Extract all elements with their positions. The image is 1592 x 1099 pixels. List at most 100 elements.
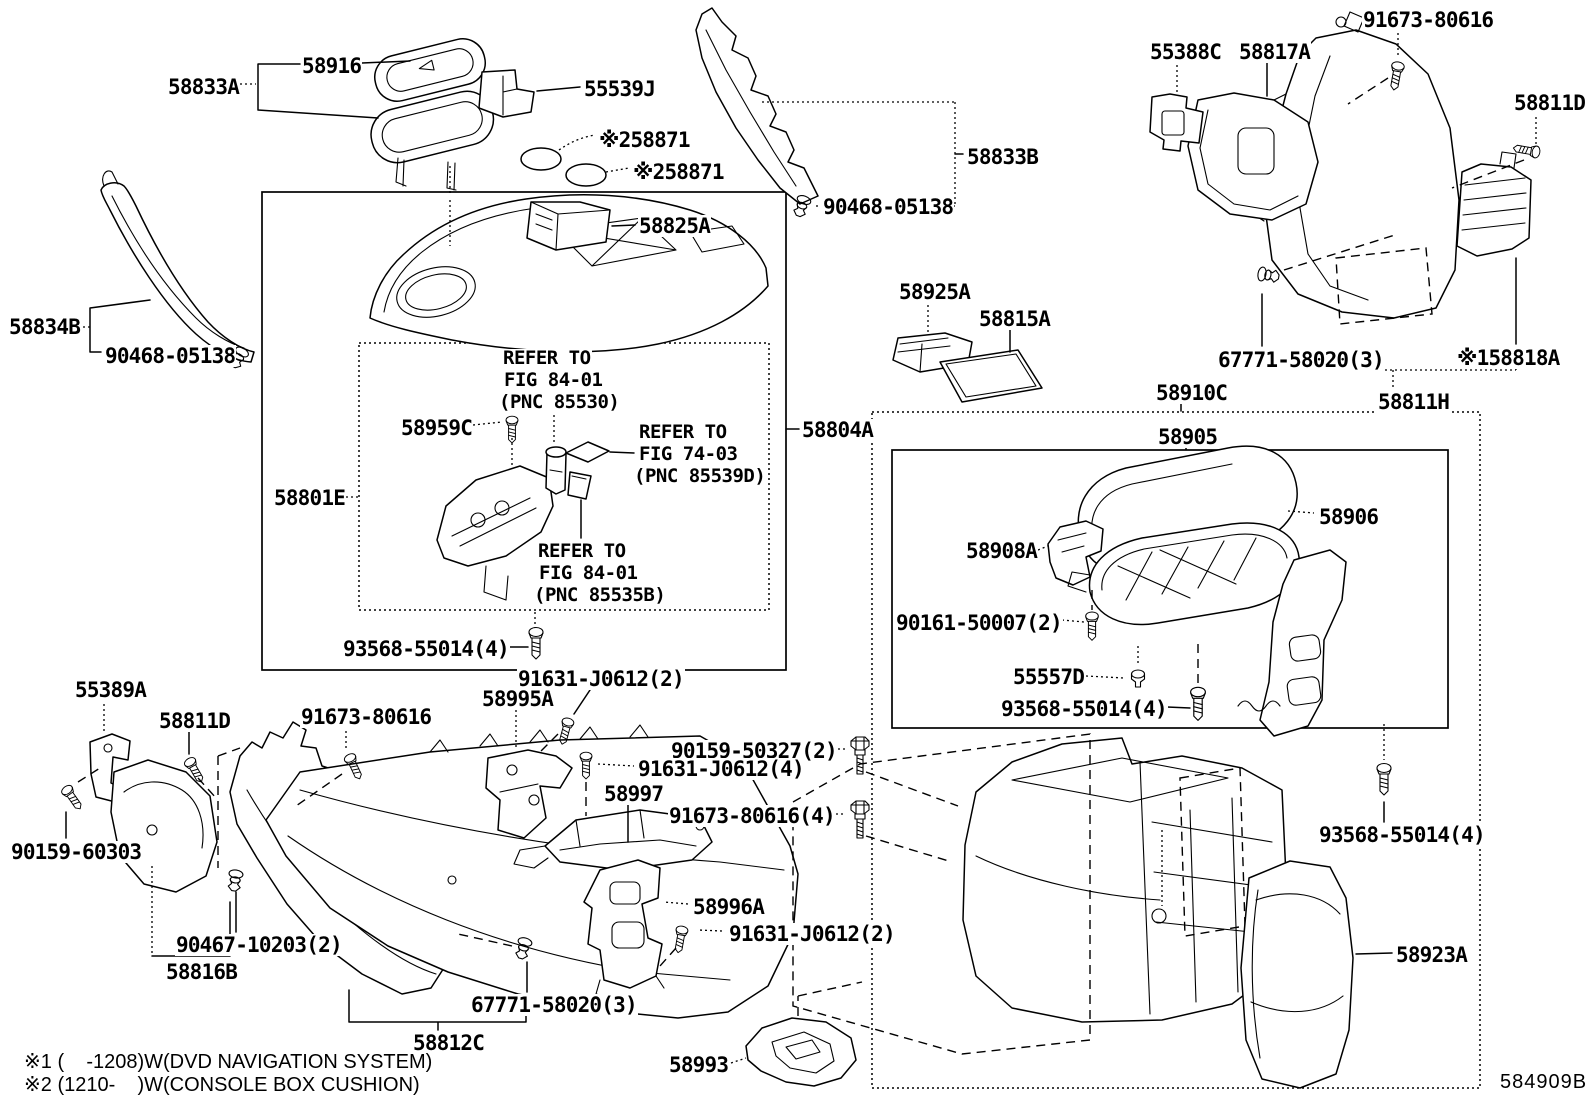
part-label-58906: 58906 bbox=[1318, 505, 1380, 529]
part-label-93568-55014-1: 93568-55014(4) bbox=[342, 637, 510, 661]
nut-icon bbox=[1130, 669, 1146, 688]
part-label-58804A: 58804A bbox=[801, 418, 875, 442]
dashed-enclosure bbox=[792, 733, 1091, 1055]
part-label-258871-2: ※258871 bbox=[632, 160, 725, 184]
screw-icon bbox=[1376, 762, 1392, 796]
part-label-58825A: 58825A bbox=[638, 214, 712, 238]
part-label-55389A: 55389A bbox=[74, 678, 148, 702]
part-label-58997: 58997 bbox=[603, 782, 665, 806]
part-drawing-console-body bbox=[962, 737, 1288, 1023]
part-label-58916: 58916 bbox=[301, 54, 363, 78]
part-drawing-58834B bbox=[100, 170, 255, 363]
part-label-91631-J0612-2b: 91631-J0612(2) bbox=[728, 922, 896, 946]
part-label-93568-55014-3: 93568-55014(4) bbox=[1318, 823, 1486, 847]
part-drawing-power-outlet bbox=[545, 446, 567, 495]
part-label-58995A: 58995A bbox=[481, 687, 555, 711]
screw-icon bbox=[528, 626, 544, 660]
part-label-91631-J0612-2a: 91631-J0612(2) bbox=[517, 667, 685, 691]
part-label-58910C: 58910C bbox=[1155, 381, 1229, 405]
diagram-code: 584909B bbox=[1500, 1071, 1588, 1093]
part-label-91673-80616-2: 91673-80616 bbox=[1362, 8, 1495, 32]
bolt-icon bbox=[850, 800, 870, 839]
part-label-158818A: ※158818A bbox=[1456, 346, 1561, 370]
part-drawing-armrest-bracket bbox=[1237, 549, 1347, 737]
part-label-91673-80616-1: 91673-80616 bbox=[300, 705, 433, 729]
refer-note-1-line-3: (PNC 85530) bbox=[498, 391, 621, 413]
part-drawing-58923A bbox=[1240, 860, 1354, 1089]
bolt-icon bbox=[850, 736, 870, 775]
part-label-90467-10203: 90467-10203(2) bbox=[175, 933, 343, 957]
part-drawing-58833B bbox=[695, 7, 819, 205]
part-drawing-58816B bbox=[110, 759, 218, 893]
part-drawing-58825A bbox=[526, 201, 611, 251]
part-drawing-switch-plate bbox=[565, 441, 610, 463]
screw-icon bbox=[59, 782, 86, 813]
part-label-58811D-1: 58811D bbox=[158, 709, 232, 733]
footnote-2: ※2 (1210- )W(CONSOLE BOX CUSHION) bbox=[24, 1074, 420, 1096]
part-drawing-58995A bbox=[485, 749, 573, 839]
part-label-58817A: 58817A bbox=[1238, 40, 1312, 64]
part-label-58834B: 58834B bbox=[8, 315, 82, 339]
part-label-55539J: 55539J bbox=[583, 77, 657, 101]
refer-note-2-line-1: REFER TO bbox=[638, 421, 728, 443]
part-label-90159-60303: 90159-60303 bbox=[10, 840, 143, 864]
part-drawing-side-panel-large bbox=[265, 724, 799, 1019]
part-label-58815A: 58815A bbox=[978, 307, 1052, 331]
part-label-58996A: 58996A bbox=[692, 895, 766, 919]
part-label-258871-1: ※258871 bbox=[598, 128, 691, 152]
part-label-58816B: 58816B bbox=[165, 960, 239, 984]
part-label-58812C: 58812C bbox=[412, 1031, 486, 1055]
part-label-67771-58020-2: 67771-58020(3) bbox=[1217, 348, 1385, 372]
refer-note-2-line-3: (PNC 85539D) bbox=[633, 465, 767, 487]
part-drawing-55539J bbox=[478, 69, 535, 118]
part-drawing-58908A-hinge bbox=[1047, 520, 1104, 586]
part-label-58905: 58905 bbox=[1157, 425, 1219, 449]
refer-note-1-line-1: REFER TO bbox=[502, 347, 592, 369]
screw-icon bbox=[1511, 141, 1542, 159]
part-drawing-58815A bbox=[939, 349, 1043, 403]
screw-icon bbox=[1085, 611, 1099, 641]
screw-icon bbox=[1190, 686, 1206, 721]
part-label-58833A: 58833A bbox=[167, 75, 241, 99]
refer-note-2-line-2: FIG 74-03 bbox=[638, 443, 739, 465]
part-label-93568-55014-2: 93568-55014(4) bbox=[1000, 697, 1168, 721]
refer-note-1-line-2: FIG 84-01 bbox=[503, 369, 604, 391]
part-drawing-58996A bbox=[583, 859, 665, 999]
part-label-58925A: 58925A bbox=[898, 280, 972, 304]
clip-icon bbox=[1256, 265, 1281, 285]
part-label-90468-05138-1: 90468-05138 bbox=[822, 195, 955, 219]
part-drawing-armrest-base bbox=[1067, 522, 1300, 626]
part-label-58833B: 58833B bbox=[966, 145, 1040, 169]
part-label-67771-58020-1: 67771-58020(3) bbox=[470, 993, 638, 1017]
part-drawing-58916 bbox=[374, 38, 486, 102]
clip-icon bbox=[226, 868, 245, 893]
part-label-90159-50327: 90159-50327(2) bbox=[670, 739, 838, 763]
refer-note-3-line-3: (PNC 85535B) bbox=[533, 584, 667, 606]
part-label-58811H: 58811H bbox=[1377, 390, 1451, 414]
part-label-90161-50007: 90161-50007(2) bbox=[895, 611, 1063, 635]
part-drawing-heater-unit bbox=[436, 465, 554, 601]
group-box-58910C bbox=[871, 411, 1481, 1089]
part-label-55388C: 55388C bbox=[1149, 40, 1223, 64]
part-label-91631-J0612-4: 91631-J0612(4) bbox=[637, 757, 805, 781]
footnote-1: ※1 ( -1208)W(DVD NAVIGATION SYSTEM) bbox=[24, 1051, 433, 1073]
part-label-58811D-2: 58811D bbox=[1513, 91, 1587, 115]
part-drawing-58818A-bracket bbox=[1456, 151, 1532, 257]
part-label-58923A: 58923A bbox=[1395, 943, 1469, 967]
leader-lines bbox=[65, 28, 1537, 1064]
part-label-55557D: 55557D bbox=[1012, 665, 1086, 689]
part-label-58801E: 58801E bbox=[273, 486, 347, 510]
part-drawing-55389A bbox=[89, 733, 131, 805]
refer-note-3-line-2: FIG 84-01 bbox=[538, 562, 639, 584]
refer-note-3-line-1: REFER TO bbox=[537, 540, 627, 562]
part-label-90468-05138-2: 90468-05138 bbox=[104, 344, 237, 368]
part-label-91673-80616-4: 91673-80616(4) bbox=[668, 804, 836, 828]
part-label-58908A: 58908A bbox=[965, 539, 1039, 563]
part-drawing-58993 bbox=[745, 1017, 857, 1087]
part-label-58993: 58993 bbox=[668, 1053, 730, 1077]
part-drawing-258871-discs bbox=[520, 147, 607, 187]
part-drawing-58833A-plate bbox=[370, 90, 495, 191]
part-drawing-58817A bbox=[1187, 92, 1319, 221]
